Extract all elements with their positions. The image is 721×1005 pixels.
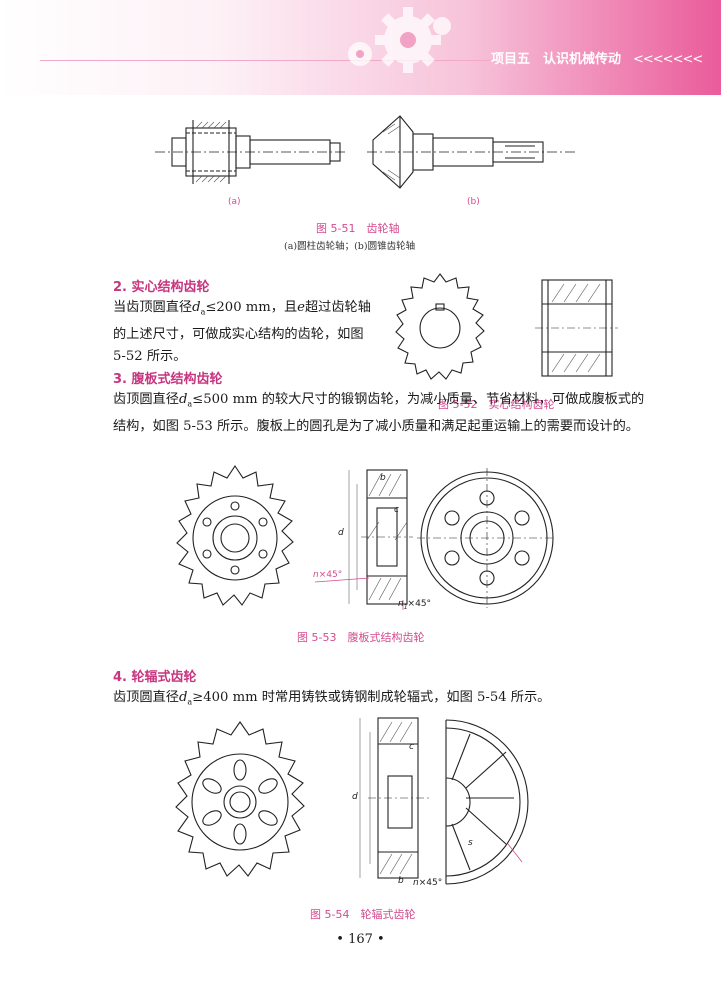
figure-5-54-d-label: d <box>352 792 358 802</box>
figure-5-51-caption: 图 5-51 齿轮轴 <box>316 222 400 235</box>
figure-5-54-caption: 图 5-54 轮辐式齿轮 <box>310 908 416 921</box>
page-header: 项目五 认识机械传动 <<<<<<< <box>0 0 721 95</box>
figure-5-54-b-label: b <box>398 876 404 886</box>
figure-5-51-label-b: (b) <box>467 197 480 207</box>
figure-5-51-gear-shafts <box>155 115 575 189</box>
figure-5-53-caption: 图 5-53 腹板式结构齿轮 <box>297 631 425 644</box>
figure-5-53-chamfer1-label: n1×45° <box>398 599 432 611</box>
figure-5-54-s-label: s <box>468 838 473 848</box>
figure-5-53-web-gear <box>176 465 555 610</box>
figure-5-52-caption: 图 5-52 实心结构齿轮 <box>438 398 555 411</box>
figure-5-51-subcaption: (a)圆柱齿轮轴；(b)圆锥齿轮轴 <box>284 241 416 252</box>
figure-5-54-c-label: c <box>409 742 414 752</box>
header-chevrons: <<<<<<< <box>633 52 703 67</box>
section-3-paragraph: 齿顶圆直径da≤500 mm 的较大尺寸的锻钢齿轮，为减小质量、节省材料，可做成… <box>113 392 645 434</box>
figure-5-53-c-label: c <box>394 505 399 515</box>
figure-5-53-chamfer-label: n×45° <box>313 570 343 580</box>
figure-5-53-b-label: b <box>380 473 386 483</box>
figure-5-51-label-a: (a) <box>228 197 241 207</box>
section-4-paragraph: 齿顶圆直径da≥400 mm 时常用铸铁或铸钢制成轮辐式，如图 5-54 所示。 <box>113 690 551 707</box>
header-rule <box>40 60 495 61</box>
figure-5-53-d-label: d <box>338 528 344 538</box>
header-title: 项目五 认识机械传动 <box>491 52 622 67</box>
page-number: • 167 • <box>336 932 385 947</box>
figure-5-54-chamfer-label: n×45° <box>413 878 443 888</box>
figure-5-54-spoked-gear <box>175 717 529 885</box>
section-2-paragraph: 当齿顶圆直径da≤200 mm，且e超过齿轮轴的上述尺寸，可做成实心结构的齿轮，… <box>113 300 371 364</box>
section-2-heading: 2. 实心结构齿轮 <box>113 280 210 295</box>
section-4-heading: 4. 轮辐式齿轮 <box>113 670 197 685</box>
section-3-heading: 3. 腹板式结构齿轮 <box>113 372 223 387</box>
figure-5-52-solid-gear <box>395 273 618 380</box>
gear-decoration-icon <box>348 7 451 73</box>
